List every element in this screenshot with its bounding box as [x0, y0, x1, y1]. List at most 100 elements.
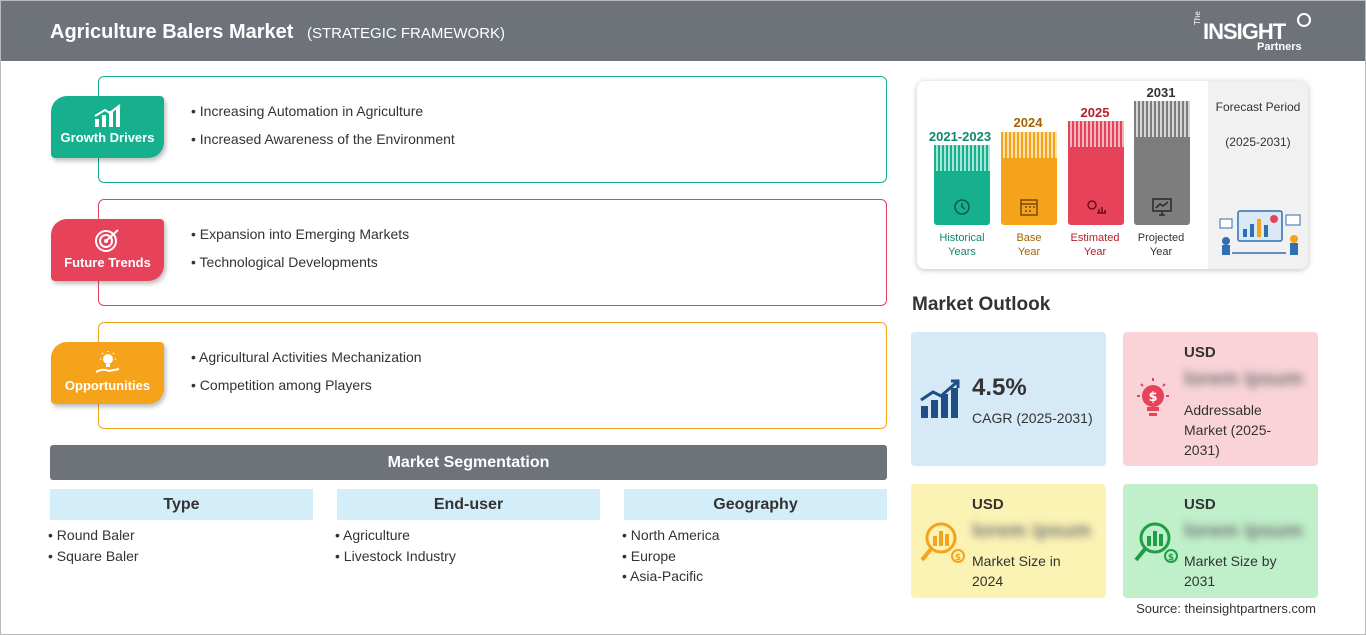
size-2024-value: lorem ipsum: [972, 520, 1091, 542]
size-2031-currency: USD: [1184, 496, 1216, 513]
timeline-label-estimated: Estimated Year: [1060, 231, 1130, 259]
list-item: Agriculture: [335, 525, 456, 546]
svg-text:$: $: [955, 553, 961, 563]
forecast-period-title: Forecast Period: [1215, 100, 1301, 114]
timeline-bar-estimated: [1068, 121, 1124, 225]
timeline-label-historical: Historical Years: [927, 231, 997, 259]
market-outlook-title: Market Outlook: [912, 294, 1051, 315]
segment-head-geography: Geography: [624, 489, 887, 520]
bar-chart-growth-icon: [93, 104, 121, 127]
segment-head-type: Type: [50, 489, 313, 520]
page-subtitle: (STRATEGIC FRAMEWORK): [307, 25, 506, 42]
list-item: Increasing Automation in Agriculture: [191, 97, 455, 125]
timeline-bar-projected: [1134, 101, 1190, 225]
growth-drivers-label: Growth Drivers: [60, 130, 155, 145]
opportunities-label: Opportunities: [64, 378, 151, 393]
cagr-value: 4.5%: [972, 374, 1027, 401]
future-trends-badge: Future Trends: [51, 219, 164, 281]
svg-text:$: $: [1168, 553, 1174, 563]
future-trends-box: Expansion into Emerging Markets Technolo…: [98, 199, 887, 306]
opportunities-badge: Opportunities: [51, 342, 164, 404]
list-item: Technological Developments: [191, 248, 409, 276]
page-title: Agriculture Balers Market: [50, 21, 294, 43]
timeline-year-projected: 2031: [1146, 85, 1176, 100]
list-item: Expansion into Emerging Markets: [191, 220, 409, 248]
list-item: Europe: [622, 546, 720, 567]
timeline-year-historical: 2021-2023: [928, 129, 992, 144]
analytics-team-illustration-icon: [1219, 210, 1301, 255]
timeline-year-estimated: 2025: [1080, 105, 1110, 120]
segment-list-end-user: Agriculture Livestock Industry: [335, 525, 456, 566]
segment-list-geography: North America Europe Asia-Pacific: [622, 525, 720, 587]
size-2031-desc: Market Size by 2031: [1184, 553, 1277, 589]
logo-the: The: [1193, 11, 1202, 25]
timeline-label-projected: Projected Year: [1126, 231, 1196, 259]
label-line: Year: [1149, 246, 1173, 258]
list-item: Livestock Industry: [335, 546, 456, 567]
cagr-card: 4.5% CAGR (2025-2031): [911, 332, 1106, 466]
timeline-label-base: Base Year: [994, 231, 1064, 259]
list-item: Competition among Players: [191, 371, 422, 399]
opportunities-box: Agricultural Activities Mechanization Co…: [98, 322, 887, 429]
target-icon: [94, 229, 119, 252]
history-clock-icon: [954, 199, 970, 215]
logo-ring-icon: [1297, 13, 1311, 27]
opportunities-list: Agricultural Activities Mechanization Co…: [191, 343, 422, 399]
label-line: Years: [948, 246, 976, 258]
label-line: Year: [1083, 246, 1107, 258]
growth-drivers-box: Increasing Automation in Agriculture Inc…: [98, 76, 887, 183]
bar-stripe: [1068, 121, 1124, 147]
timeline-year-base: 2024: [1013, 115, 1043, 130]
growth-drivers-badge: Growth Drivers: [51, 96, 164, 158]
size-2031-value: lorem ipsum: [1184, 520, 1303, 542]
header-bar: Agriculture Balers Market (STRATEGIC FRA…: [1, 1, 1365, 61]
bar-stripe: [1001, 132, 1057, 158]
label-line: Projected: [1137, 232, 1185, 244]
calendar-icon: [1020, 199, 1038, 216]
list-item: Agricultural Activities Mechanization: [191, 343, 422, 371]
forecast-period-panel: Forecast Period (2025-2031): [1208, 81, 1308, 269]
magnifier-chart-icon: $: [920, 522, 965, 563]
addressable-market-card: $ USD lorem ipsum Addressable Market (20…: [1123, 332, 1318, 466]
cagr-label: CAGR (2025-2031): [972, 410, 1093, 426]
future-trends-label: Future Trends: [64, 255, 151, 270]
label-line: Base: [1016, 232, 1042, 244]
segment-list-type: Round Baler Square Baler: [48, 525, 139, 566]
bar-stripe: [1134, 101, 1190, 137]
gear-chart-icon: [1087, 200, 1106, 214]
timeline-card: 2021-2023 Historical Years 2024 Base Yea…: [917, 81, 1308, 269]
label-line: Historical: [939, 232, 985, 244]
insight-partners-logo: The INSIGHT Partners: [1193, 11, 1313, 55]
presentation-board-icon: [1152, 198, 1172, 216]
market-size-2031-card: $ USD lorem ipsum Market Size by 2031: [1123, 484, 1318, 598]
bar-stripe: [934, 145, 990, 171]
market-size-2024-card: $ USD lorem ipsum Market Size in 2024: [911, 484, 1106, 598]
market-segmentation-bar: Market Segmentation: [50, 445, 887, 480]
logo-insight: INSIGHT: [1203, 19, 1286, 44]
list-item: North America: [622, 525, 720, 546]
timeline-bar-base: [1001, 132, 1057, 225]
timeline-bar-historical: [934, 145, 990, 225]
list-item: Increased Awareness of the Environment: [191, 125, 455, 153]
size-2024-desc: Market Size in 2024: [972, 553, 1061, 589]
segment-head-end-user: End-user: [337, 489, 600, 520]
addressable-currency: USD: [1184, 344, 1216, 361]
forecast-period-range: (2025-2031): [1225, 135, 1291, 149]
lightbulb-hand-icon: [95, 351, 119, 373]
list-item: Round Baler: [48, 525, 139, 546]
list-item: Square Baler: [48, 546, 139, 567]
size-2024-currency: USD: [972, 496, 1004, 513]
growth-drivers-list: Increasing Automation in Agriculture Inc…: [191, 97, 455, 153]
addressable-desc: Addressable Market (2025-2031): [1184, 402, 1272, 458]
svg-text:$: $: [1148, 390, 1157, 405]
source-note: Source: theinsightpartners.com: [1136, 601, 1316, 616]
logo-partners: Partners: [1257, 41, 1302, 53]
growth-chart-icon: [920, 379, 960, 418]
future-trends-list: Expansion into Emerging Markets Technolo…: [191, 220, 410, 276]
addressable-value: lorem ipsum: [1184, 368, 1303, 390]
magnifier-chart-icon: $: [1134, 522, 1178, 563]
label-line: Estimated: [1070, 232, 1120, 244]
lightbulb-dollar-icon: $: [1137, 378, 1169, 416]
label-line: Year: [1017, 246, 1041, 258]
